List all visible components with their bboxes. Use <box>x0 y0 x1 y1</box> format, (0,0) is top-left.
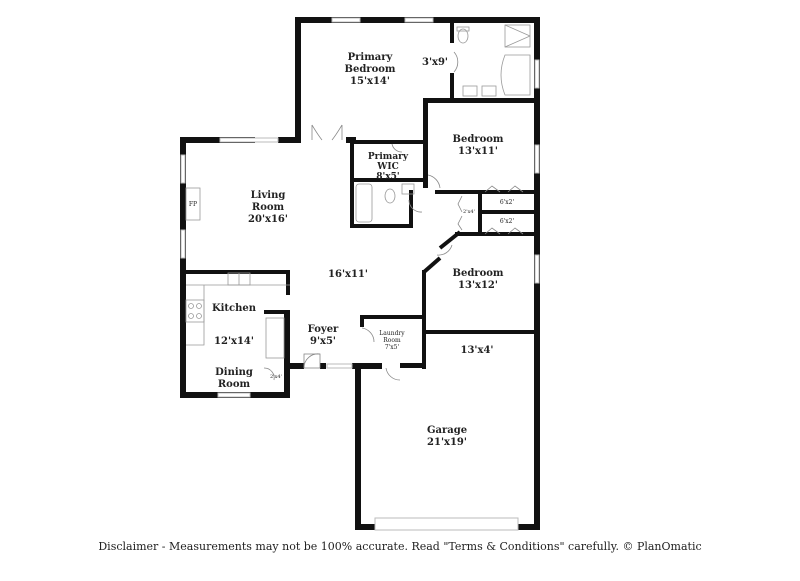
windows <box>180 17 540 531</box>
room-dimensions: 16'x11' <box>328 269 368 280</box>
room-dimensions: 15'x14' <box>350 76 390 87</box>
room-dimensions: 2'x4' <box>463 209 475 215</box>
room-dimensions: 6'x2' <box>499 199 515 206</box>
room-name: Foyer <box>307 324 339 335</box>
room-hall-closet: 2'x4' <box>463 209 475 215</box>
room-kitchen: Kitchen <box>212 303 256 315</box>
room-name: Primary <box>367 152 409 162</box>
room-name: Room <box>383 337 401 344</box>
room-storage: 13'x4' <box>461 345 494 357</box>
room-dimensions: 8'x5' <box>376 172 400 182</box>
room-name: WIC <box>377 162 399 172</box>
room-bedroom-1: Bedroom 13'x11' <box>453 134 504 158</box>
disclaimer-text: Disclaimer - Measurements may not be 100… <box>98 540 702 553</box>
room-dimensions: 21'x19' <box>427 437 467 448</box>
room-living: Living Room 20'x16' <box>248 190 288 226</box>
room-dimensions: 13'x4' <box>460 345 494 356</box>
room-primary-wic: Primary WIC 8'x5' <box>368 152 408 182</box>
room-dimensions: 9'x5' <box>309 336 337 347</box>
fireplace-label: FP <box>189 201 197 208</box>
room-name: Dining <box>215 367 253 378</box>
room-dining: Dining Room <box>215 367 253 391</box>
interior-walls <box>186 23 540 369</box>
room-dimensions: 7'x5' <box>384 344 400 351</box>
room-dimensions: 12'x14' <box>214 336 254 347</box>
room-garage: Garage 21'x19' <box>427 425 467 449</box>
room-dimensions: 13'x11' <box>458 146 498 157</box>
room-dimensions: 2'x4' <box>270 374 282 380</box>
doors <box>263 51 524 381</box>
room-dimensions: 3'x9' <box>421 57 449 68</box>
room-primary-bedroom: Primary Bedroom 15'x14' <box>345 52 396 88</box>
fixtures <box>185 24 531 359</box>
room-laundry: Laundry Room 7'x5' <box>379 330 404 351</box>
room-name: Room <box>217 379 251 390</box>
room-name: Kitchen <box>211 303 257 314</box>
room-primary-bath: 3'x9' <box>422 57 448 69</box>
room-closet-1: 6'x2' <box>500 199 514 206</box>
room-dimensions: 6'x2' <box>499 218 515 225</box>
room-foyer: Foyer 9'x5' <box>308 324 339 348</box>
room-closet-2: 6'x2' <box>500 218 514 225</box>
room-name: Room <box>251 202 285 213</box>
room-name: Laundry <box>379 330 405 337</box>
room-name: Living <box>250 190 286 201</box>
room-hall: 16'x11' <box>328 269 368 281</box>
room-name: Garage <box>426 425 468 436</box>
room-name: Bedroom <box>452 134 504 145</box>
room-dining-closet: 2'x4' <box>270 374 282 380</box>
room-dimensions: 20'x16' <box>248 214 288 225</box>
room-name: Bedroom <box>452 268 504 279</box>
fireplace-text: FP <box>188 201 198 208</box>
room-bedroom-2: Bedroom 13'x12' <box>453 268 504 292</box>
room-kitchen-dims: 12'x14' <box>214 336 254 348</box>
room-name: Primary <box>347 52 393 63</box>
room-name: Bedroom <box>344 64 396 75</box>
room-dimensions: 13'x12' <box>458 280 498 291</box>
